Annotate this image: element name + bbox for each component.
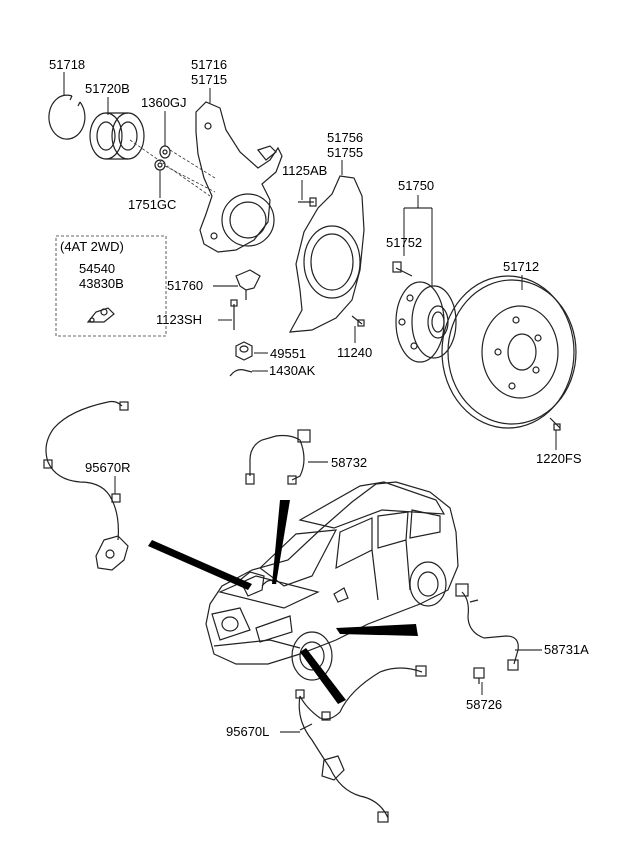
label-1123SH: 1123SH [156, 312, 202, 327]
nut-1360GJ [159, 145, 171, 159]
label-58731A: 58731A [544, 642, 589, 657]
snap-ring [48, 94, 86, 140]
sensor-51760 [235, 269, 261, 300]
nut-49551 [235, 341, 253, 361]
label-1125AB: 1125AB [282, 163, 327, 178]
label-43830B: 43830B [79, 276, 124, 291]
label-51756: 51756 [327, 130, 363, 145]
bolt-1123SH [230, 299, 238, 330]
label-51720B: 51720B [85, 81, 130, 96]
wheel-speed-sensor-left [295, 665, 427, 823]
label-51716: 51716 [191, 57, 227, 72]
brake-hose-58731A [455, 583, 519, 671]
bolt-58726 [473, 667, 485, 684]
label-54540: 54540 [79, 261, 115, 276]
clip-1430AK [229, 369, 253, 377]
bolt-1125AB [298, 197, 317, 207]
dust-cover [288, 175, 365, 333]
brake-disc [441, 275, 577, 429]
label-51718: 51718 [49, 57, 85, 72]
screw-11240 [351, 315, 365, 327]
label-1220FS: 1220FS [536, 451, 582, 466]
label-51760: 51760 [167, 278, 203, 293]
leader-lines [63, 72, 557, 733]
label-11240: 11240 [337, 345, 372, 360]
label-95670L: 95670L [226, 724, 269, 739]
label-1360GJ: 1360GJ [141, 95, 187, 110]
wheel-bearing [89, 112, 145, 160]
label-51712: 51712 [503, 259, 539, 274]
wheel-speed-sensor-right [43, 400, 129, 571]
callout-pointers [148, 500, 418, 704]
hub-bolt-51752 [392, 261, 413, 277]
variant-box-label: (4AT 2WD) [60, 239, 124, 254]
brake-hose-58732 [245, 429, 311, 485]
screw-1220FS [549, 417, 561, 431]
label-51715: 51715 [191, 72, 227, 87]
label-51755: 51755 [327, 145, 363, 160]
label-51750: 51750 [398, 178, 434, 193]
label-95670R: 95670R [85, 460, 131, 475]
variant-box [55, 235, 167, 337]
label-1751GC: 1751GC [128, 197, 176, 212]
abs-sensor-variant [86, 307, 115, 323]
steering-knuckle [195, 101, 283, 253]
label-58732: 58732 [331, 455, 367, 470]
washer-1751GC [154, 159, 166, 171]
label-1430AK: 1430AK [269, 363, 316, 378]
wheel-hub [395, 281, 457, 363]
label-49551: 49551 [270, 346, 306, 361]
label-58726: 58726 [466, 697, 502, 712]
